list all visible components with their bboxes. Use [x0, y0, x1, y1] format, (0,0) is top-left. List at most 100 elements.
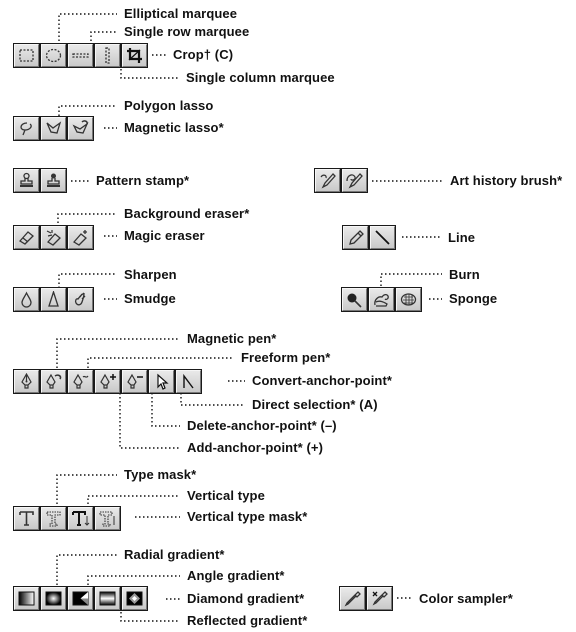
label-angle-gradient: Angle gradient* [187, 568, 285, 583]
label-background-eraser: Background eraser* [124, 206, 250, 221]
toolbar-marquee-group [13, 43, 148, 68]
blur-tool[interactable] [14, 288, 39, 311]
art-history-brush-icon [346, 173, 363, 189]
toolbar-type-group [13, 506, 121, 531]
label-reflected-gradient: Reflected gradient* [187, 613, 308, 628]
toolbar-stamp-group [13, 168, 67, 193]
label-line: Line [448, 230, 476, 245]
label-single-column-marquee: Single column marquee [186, 70, 335, 85]
single-column-marquee-icon [105, 47, 110, 64]
pattern-stamp-tool[interactable] [41, 169, 66, 192]
toolbar-pen-group [13, 369, 202, 394]
label-freeform-pen: Freeform pen* [241, 350, 331, 365]
leader-burn [380, 273, 442, 286]
leader-elliptical-marquee [58, 13, 117, 41]
background-eraser-icon [46, 230, 61, 246]
toolbar-gradient-group [13, 586, 148, 611]
art-history-brush-tool[interactable] [342, 169, 367, 192]
sharpen-tool[interactable] [41, 288, 66, 311]
leader-vertical-type [87, 495, 180, 508]
polygon-lasso-tool[interactable] [41, 117, 66, 140]
leader-magnetic-pen [56, 338, 180, 372]
color-sampler-tool[interactable] [367, 587, 392, 610]
angle-gradient-tool[interactable] [68, 587, 93, 610]
leader-reflected-gradient [120, 612, 180, 622]
label-vertical-type: Vertical type [187, 488, 265, 503]
background-eraser-tool[interactable] [41, 226, 66, 249]
delete-anchor-point-tool[interactable] [122, 370, 147, 393]
rectangular-marquee-icon [19, 49, 34, 62]
label-elliptical-marquee: Elliptical marquee [124, 6, 238, 21]
lasso-icon [20, 122, 32, 136]
leader-polygon-lasso [58, 105, 117, 116]
delete-anchor-point-icon [127, 373, 143, 389]
convert-anchor-point-tool[interactable] [176, 370, 201, 393]
burn-tool[interactable] [369, 288, 394, 311]
sponge-icon [400, 293, 417, 306]
pencil-icon [349, 230, 364, 245]
rubber-stamp-tool[interactable] [14, 169, 39, 192]
label-direct-selection: Direct selection* (A) [252, 397, 378, 412]
vertical-type-mask-tool[interactable] [95, 507, 120, 530]
lasso-tool[interactable] [14, 117, 39, 140]
magnetic-lasso-tool[interactable] [68, 117, 93, 140]
vertical-type-mask-icon [99, 511, 115, 527]
single-row-marquee-tool[interactable] [68, 44, 93, 67]
label-burn: Burn [449, 267, 480, 282]
leader-direct-selection [180, 393, 245, 406]
elliptical-marquee-tool[interactable] [41, 44, 66, 67]
toolbar-toning-group [341, 287, 422, 312]
label-diamond-gradient: Diamond gradient* [187, 591, 305, 606]
crop-tool[interactable] [122, 44, 147, 67]
sharpen-icon [48, 291, 59, 307]
freeform-pen-icon [73, 373, 89, 389]
add-anchor-point-tool[interactable] [95, 370, 120, 393]
single-column-marquee-tool[interactable] [95, 44, 120, 67]
toolbar-eyedropper-group [339, 586, 393, 611]
rubber-stamp-icon [20, 172, 33, 187]
toolbar-lasso-group [13, 116, 94, 141]
freeform-pen-tool[interactable] [68, 370, 93, 393]
convert-anchor-point-icon [183, 373, 194, 389]
linear-gradient-tool[interactable] [14, 587, 39, 610]
label-pattern-stamp: Pattern stamp* [96, 173, 190, 188]
reflected-gradient-tool[interactable] [95, 587, 120, 610]
vertical-type-tool[interactable] [68, 507, 93, 530]
type-icon [19, 511, 34, 526]
single-row-marquee-icon [72, 53, 89, 58]
label-add-anchor-point: Add-anchor-point* (+) [187, 440, 324, 455]
direct-selection-tool[interactable] [149, 370, 174, 393]
magnetic-pen-tool[interactable] [41, 370, 66, 393]
label-sponge: Sponge [449, 291, 498, 306]
eraser-tool[interactable] [14, 226, 39, 249]
sponge-tool[interactable] [396, 288, 421, 311]
toolbar-eraser-group [13, 225, 94, 250]
radial-gradient-tool[interactable] [41, 587, 66, 610]
pen-icon [21, 373, 32, 389]
line-tool[interactable] [370, 226, 395, 249]
magic-eraser-tool[interactable] [68, 226, 93, 249]
pen-tool[interactable] [14, 370, 39, 393]
pencil-tool[interactable] [343, 226, 368, 249]
eyedropper-icon [344, 591, 361, 607]
eyedropper-tool[interactable] [340, 587, 365, 610]
label-color-sampler: Color sampler* [419, 591, 513, 606]
dodge-tool[interactable] [342, 288, 367, 311]
type-mask-tool[interactable] [41, 507, 66, 530]
crop-icon [127, 48, 142, 63]
label-sharpen: Sharpen [124, 267, 177, 282]
polygon-lasso-icon [46, 121, 62, 134]
leader-radial-gradient [56, 554, 117, 585]
leader-delete-anchor-point [151, 393, 180, 427]
toolbar-focus-group [13, 287, 94, 312]
rectangular-marquee-tool[interactable] [14, 44, 39, 67]
label-crop: Crop† (C) [173, 47, 234, 62]
leader-single-row-marquee [90, 31, 117, 41]
smudge-tool[interactable] [68, 288, 93, 311]
diamond-gradient-tool[interactable] [122, 587, 147, 610]
leader-add-anchor-point [119, 393, 180, 449]
history-brush-tool[interactable] [315, 169, 340, 192]
reflected-gradient-icon [99, 591, 116, 606]
type-tool[interactable] [14, 507, 39, 530]
